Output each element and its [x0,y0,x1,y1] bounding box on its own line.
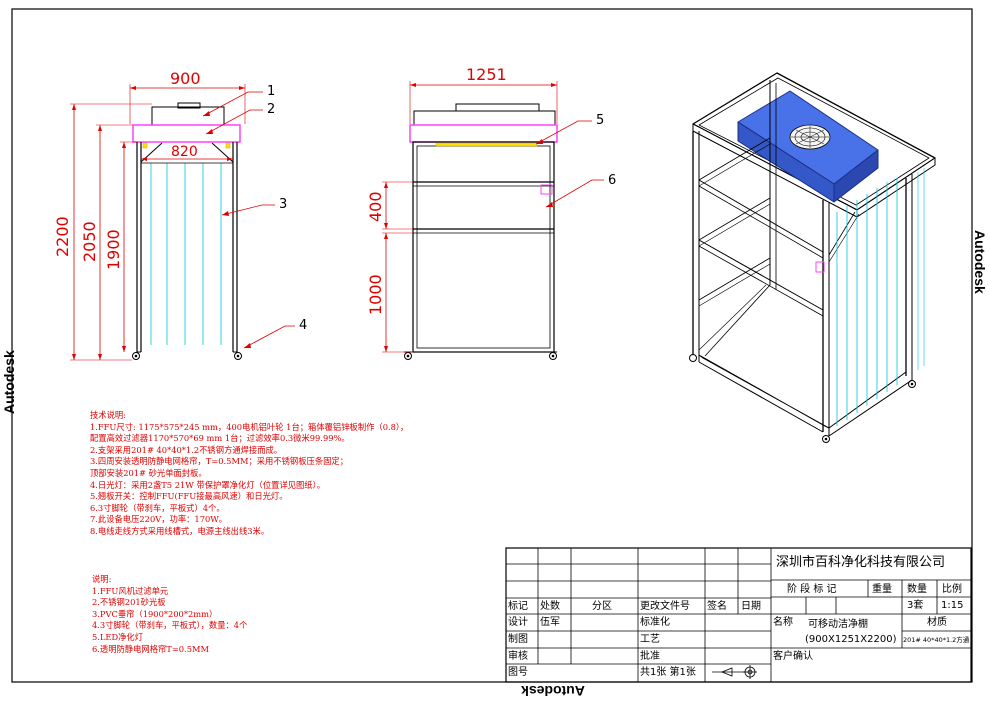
rev-header-zone: 分区 [592,601,612,612]
approve-label: 批准 [640,651,660,662]
callout-4: 4 [299,318,307,333]
callout-6: 6 [608,173,616,188]
drawn-label: 制图 [508,634,528,645]
watermark-right: Autodesk [972,230,988,294]
callout-1: 1 [267,84,275,99]
callout-numbers: 1 2 3 4 5 6 [267,84,616,333]
side-view [382,81,604,360]
ffu-motor-front [177,102,201,109]
watermark-bottom: Autodesk [521,683,585,699]
standard-label: 标准化 [640,617,670,628]
tech-note-line: 8.电线走线方式采用线槽式，电源主线出线3米。 [90,525,270,536]
process-label: 工艺 [640,634,660,645]
dim-front-inner: 820 [171,144,198,160]
product-size: (900X1251X2200) [805,634,897,645]
rocker-switch [540,184,553,195]
front-view [70,84,295,361]
legend-line: 1.FFU风机过滤单元 [92,585,169,596]
sanded-panel-side [409,124,558,143]
watermark-left: Autodesk [1,350,17,414]
name-label: 名称 [773,617,793,628]
technical-notes: 技术说明: 1.FFU尺寸: 1175*575*245 mm，400电机铝叶轮 … [90,410,408,538]
title-block [505,547,972,683]
design-label: 设计 [508,617,528,628]
callout-2: 2 [267,102,275,117]
legend-line: 2.不锈钢201砂光板 [92,597,166,608]
scale-value: 1:15 [941,600,964,611]
tech-note-line: 配置高效过滤器1170*570*69 mm 1台；过滤效率0.3微米99.99%… [90,433,350,444]
ffu-housing-side [455,103,540,112]
tech-note-line: 6.3寸脚轮（带刹车，平板式）4个。 [90,502,225,513]
legend-line: 4.3寸脚轮（带刹车，平板式），数量：4个 [92,620,248,631]
tech-note-line: 1.FFU尺寸: 1175*575*245 mm，400电机铝叶轮 1台；箱体覆… [90,421,409,432]
drawing-no-label: 图号 [508,667,528,678]
rev-header-mark: 标记 [508,601,528,612]
dim-front-1900: 1900 [104,229,123,270]
qty-label: 数量 [907,584,927,595]
customer-label: 客户确认 [773,651,813,662]
designer-name: 伍军 [540,617,560,628]
callout-3: 3 [279,197,287,212]
tech-note-line: 顶部安装201# 砂光单面封板。 [90,467,207,478]
rev-header-count: 处数 [540,601,560,612]
dim-front-2200: 2200 [53,216,72,257]
callout-5: 5 [596,113,604,128]
company-name: 深圳市百科净化科技有限公司 [776,555,946,570]
product-name: 可移动洁净棚 [808,619,868,630]
sheet-count: 共1张 第1张 [640,667,696,678]
led-light-side [435,142,538,147]
tech-note-line: 7.此设备电压220V，功率：170W。 [90,514,228,525]
check-label: 审核 [508,651,528,662]
tech-notes-title: 技术说明: [90,410,126,420]
tech-note-line: 5.翘板开关：控制FFU(FFU接最高风速）和日光灯。 [90,491,288,502]
tech-note-line: 4.日光灯：采用2盏T5 21W 带保护罩净化灯（位置详见图纸）。 [90,479,326,490]
dim-front-width: 900 [170,69,201,88]
sheet-border [11,8,973,683]
ffu-housing-front [151,106,225,126]
dimension-labels: 900 820 2200 2050 1900 1251 400 1000 [53,65,507,315]
weight-label: 重量 [872,584,892,595]
legend-line: 3.PVC垂帘（1900*200*2mm） [92,608,218,619]
dim-side-1000: 1000 [366,274,385,315]
rev-header-date: 日期 [741,601,761,612]
material-value: 201# 40*40*1.2方通 [903,636,970,644]
qty-value: 3套 [907,600,924,611]
legend-notes: 说明: 1.FFU风机过滤单元 2.不锈钢201砂光板 3.PVC垂帘（1900… [92,574,247,655]
scale-label: 比例 [942,584,962,595]
rev-header-doc: 更改文件号 [640,601,690,612]
tech-note-line: 3.四周安装透明防静电网格帘，T=0.5MM；采用不锈钢板压条固定； [90,456,349,467]
legend-line: 5.LED净化灯 [92,631,144,642]
tech-note-line: 2.支架采用201# 40*40*1.2不锈钢方通焊接而成。 [90,444,283,455]
dim-front-2050: 2050 [80,221,99,262]
legend-line: 6.透明防静电网格帘T=0.5MM [92,643,209,654]
sanded-panel-front [132,124,241,143]
dim-side-width: 1251 [466,65,507,84]
stage-label: 阶 段 标 记 [787,584,837,595]
material-label: 材质 [927,617,947,628]
rev-header-sign: 签名 [707,601,727,612]
isometric-view [689,72,936,443]
legend-title: 说明: [92,574,112,584]
dim-side-400: 400 [366,191,385,222]
